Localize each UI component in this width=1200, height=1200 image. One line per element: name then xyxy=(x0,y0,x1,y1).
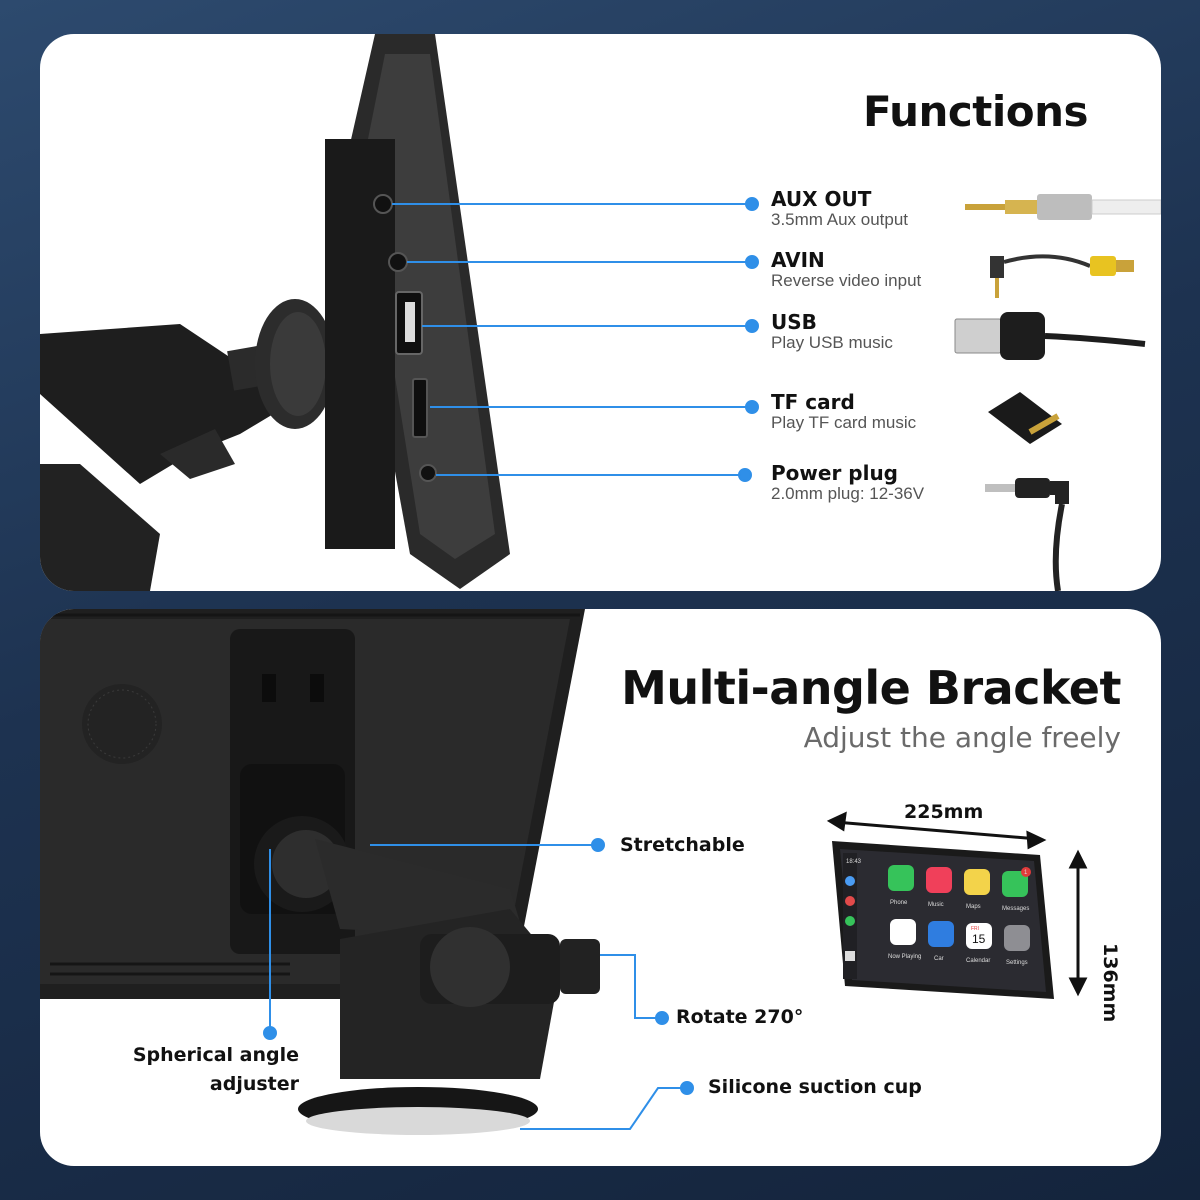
rotation-knob-end xyxy=(560,939,600,994)
usb-cable-icon xyxy=(954,312,1146,360)
speaker-holes xyxy=(87,689,157,759)
dimension-height: 136mm xyxy=(1099,943,1121,1023)
car-icon xyxy=(928,921,954,947)
calendar-day: FRI xyxy=(971,926,979,932)
music-icon xyxy=(926,867,952,893)
screen-time: 18:43 xyxy=(846,859,862,865)
mount-slot xyxy=(262,674,276,702)
settings-icon xyxy=(1004,925,1030,951)
power-cable-icon xyxy=(985,478,1069,591)
usb-port-insert xyxy=(405,302,415,342)
function-desc: 3.5mm Aux output xyxy=(771,210,909,229)
callout-spherical-line1: Spherical angle xyxy=(132,1044,299,1066)
ball-joint-ring xyxy=(270,312,326,416)
function-desc: Play USB music xyxy=(771,333,893,352)
messages-badge-count: 1 xyxy=(1024,870,1028,876)
function-avin: AVIN Reverse video input xyxy=(771,249,921,291)
rotation-knob xyxy=(430,927,510,1007)
now-playing-icon xyxy=(890,919,916,945)
function-name: Power plug xyxy=(771,461,898,485)
avin-port xyxy=(388,252,408,272)
mount-arm xyxy=(40,324,290,484)
functions-title: Functions xyxy=(862,87,1089,136)
mount-base xyxy=(40,464,160,591)
screen-apps: 1 Phone Music Maps Messages FRI 15 Now P… xyxy=(888,865,1031,966)
suction-cup-pad xyxy=(306,1107,530,1135)
device-side-face xyxy=(365,54,495,559)
functions-illustration xyxy=(40,34,1161,591)
bracket-illustration: 18:43 1 Phone Music Maps Messages FRI 15… xyxy=(40,609,1088,1135)
mount-slot xyxy=(310,674,324,702)
function-name: AVIN xyxy=(771,248,825,272)
app-label-settings: Settings xyxy=(1006,960,1028,966)
mount-knob xyxy=(160,429,235,479)
callout-spherical-adjuster: Spherical angle adjuster xyxy=(133,1041,299,1099)
function-desc: 2.0mm plug: 12-36V xyxy=(771,484,925,503)
function-power-plug: Power plug 2.0mm plug: 12-36V xyxy=(771,462,924,504)
aux-port xyxy=(373,194,393,214)
bracket-callout-lines xyxy=(263,838,694,1130)
calendar-icon xyxy=(966,923,992,949)
speaker-grille xyxy=(82,684,162,764)
function-desc: Reverse video input xyxy=(771,271,922,290)
device-vents xyxy=(50,613,580,976)
tf-slot xyxy=(412,378,428,438)
function-name: AUX OUT xyxy=(771,187,872,211)
function-usb: USB Play USB music xyxy=(771,311,893,353)
function-tf-card: TF card Play TF card music xyxy=(771,391,916,433)
messages-icon xyxy=(1002,871,1028,897)
callout-rotate: Rotate 270° xyxy=(676,1006,804,1028)
extension-arm xyxy=(315,839,525,939)
app-label-messages: Messages xyxy=(1002,906,1029,912)
app-label-calendar: Calendar xyxy=(966,958,990,964)
avin-cable-icon xyxy=(990,254,1134,298)
function-name: TF card xyxy=(771,390,855,414)
callout-spherical-line2: adjuster xyxy=(209,1073,299,1095)
app-label-maps: Maps xyxy=(966,904,981,910)
power-port xyxy=(419,464,437,482)
function-name: USB xyxy=(771,310,817,334)
app-label-music: Music xyxy=(928,902,944,908)
callout-suction-cup: Silicone suction cup xyxy=(708,1076,922,1098)
functions-panel: Functions AUX OUT 3.5mm Aux output AVIN … xyxy=(40,34,1161,591)
device-front: 18:43 xyxy=(832,841,1054,999)
bracket-subtitle: Adjust the angle freely xyxy=(803,721,1121,754)
app-label-now-playing: Now Playing xyxy=(888,954,921,960)
aux-cable-icon xyxy=(965,194,1161,220)
bracket-panel: 18:43 1 Phone Music Maps Messages FRI 15… xyxy=(40,609,1161,1166)
function-aux-out: AUX OUT 3.5mm Aux output xyxy=(771,188,908,230)
dimension-arrows xyxy=(826,811,1088,997)
phone-icon xyxy=(888,865,914,891)
bracket-title: Multi-angle Bracket xyxy=(621,661,1121,715)
function-desc: Play TF card music xyxy=(771,413,917,432)
calendar-date: 15 xyxy=(972,932,986,946)
app-label-phone: Phone xyxy=(890,900,908,906)
tf-card-icon xyxy=(988,392,1062,444)
callout-stretchable: Stretchable xyxy=(620,834,745,856)
maps-icon xyxy=(964,869,990,895)
messages-badge xyxy=(1021,867,1031,877)
functions-callout-lines xyxy=(392,197,759,482)
app-label-car: Car xyxy=(934,956,944,962)
dimension-width: 225mm xyxy=(904,801,984,823)
